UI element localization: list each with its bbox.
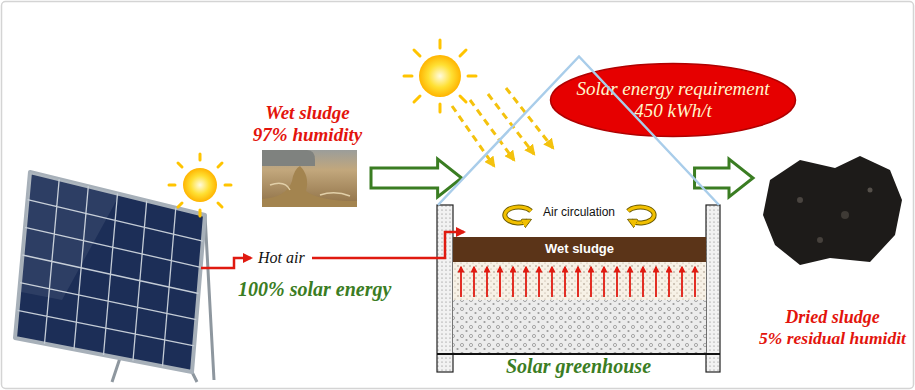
sunlight-arrow <box>506 88 553 148</box>
greenhouse-structure <box>437 205 720 372</box>
sun-large <box>404 40 476 112</box>
heat-arrow <box>538 267 540 297</box>
heat-arrow <box>499 267 501 297</box>
hot-air-arrow <box>201 258 251 268</box>
photo-ground <box>262 150 357 207</box>
node-text: Solar greenhouse <box>506 355 651 378</box>
wet-sludge-photo <box>262 150 357 207</box>
heat-arrow <box>473 267 475 297</box>
gravel-layer <box>453 300 706 353</box>
flow-label: Hot air <box>256 249 307 267</box>
greenhouse-wall <box>437 205 453 372</box>
node-text: 5% residual humidit <box>759 328 906 348</box>
base-line <box>437 353 720 355</box>
heat-arrow <box>564 267 566 297</box>
heat-arrow <box>629 267 631 297</box>
solar-panel <box>15 172 214 382</box>
speck <box>841 211 849 219</box>
energy-label: 100% solar energy <box>238 278 391 301</box>
wet-sludge-layer: Wet sludge <box>453 237 706 262</box>
heat-arrow <box>460 267 462 297</box>
sunlight-arrow <box>452 106 494 166</box>
node-text: 97% humidity <box>253 124 362 146</box>
sludge-highlight <box>270 183 350 196</box>
hot-air-arrow <box>312 232 464 258</box>
heat-arrow <box>603 267 605 297</box>
sand-layer <box>453 262 706 300</box>
heat-arrows <box>461 267 695 297</box>
heat-arrow <box>668 267 670 297</box>
greenhouse-roof <box>438 57 719 206</box>
sun-small <box>169 154 231 216</box>
requirement-ellipse: Solar energy requirement450 kWh/t <box>548 62 798 138</box>
sun-rays <box>169 154 231 216</box>
node-text: Dried sludge <box>785 307 880 328</box>
circulation-arrow <box>628 207 654 223</box>
node-text: 450 kWh/t <box>634 100 712 122</box>
dried-sludge-photo <box>763 156 902 265</box>
node-text: Wet sludge <box>545 242 614 257</box>
heat-arrow <box>694 267 696 297</box>
sun-disc <box>183 168 217 202</box>
speck <box>817 237 823 243</box>
sunlight-arrow <box>470 100 514 160</box>
heat-arrow <box>525 267 527 297</box>
speck <box>868 188 873 193</box>
circulation-outline <box>628 207 654 223</box>
pipe <box>262 150 315 166</box>
region-label: Air circulation <box>543 206 615 220</box>
circulation-arrow <box>505 207 531 223</box>
heat-arrow <box>681 267 683 297</box>
sludge-lump <box>763 156 902 265</box>
panel-glare <box>21 172 120 300</box>
speck <box>797 197 803 203</box>
sludge-flow <box>262 166 357 207</box>
hot-air-line <box>201 232 464 268</box>
heat-arrow <box>616 267 618 297</box>
heat-arrow <box>551 267 553 297</box>
sun-rays <box>404 40 476 112</box>
flow-arrow <box>371 159 462 197</box>
ellipse-shape <box>551 64 796 137</box>
sun-disc <box>419 55 461 97</box>
dried-sludge-output: Dried sludge5% residual humidit <box>755 150 910 350</box>
heat-arrow <box>512 267 514 297</box>
wet-sludge-input: Wet sludge97% humidity <box>245 100 370 210</box>
node-text: Solar energy requirement <box>576 78 769 100</box>
air-circulation-arrows <box>505 207 654 223</box>
heat-arrow <box>590 267 592 297</box>
greenhouse-wall <box>706 205 720 372</box>
circulation-outline <box>505 207 531 223</box>
node-text: Wet sludge <box>265 102 350 124</box>
heat-arrow <box>655 267 657 297</box>
flow-arrow <box>695 159 753 197</box>
panel-frame <box>15 172 205 372</box>
heat-arrow <box>577 267 579 297</box>
heat-arrow <box>486 267 488 297</box>
heat-arrow <box>642 267 644 297</box>
